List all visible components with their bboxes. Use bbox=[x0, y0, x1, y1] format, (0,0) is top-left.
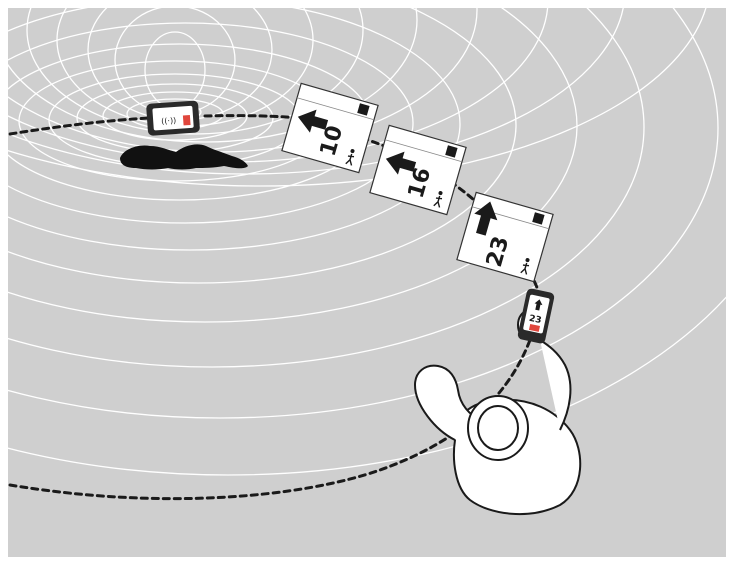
searcher-figure bbox=[413, 310, 582, 516]
searcher-transceiver: 23 bbox=[517, 288, 555, 344]
svg-text:((·)): ((·)) bbox=[161, 116, 177, 126]
search-step-card-1: 10 bbox=[281, 82, 379, 174]
left-arrow-icon bbox=[297, 109, 329, 133]
searcher-distance-readout: 23 bbox=[528, 314, 542, 326]
buried-transceiver: ((·)) bbox=[146, 100, 200, 136]
search-step-card-2: 16 bbox=[369, 124, 467, 216]
up-arrow-icon bbox=[474, 201, 498, 236]
buried-victim-silhouette bbox=[120, 144, 248, 170]
left-arrow-icon bbox=[385, 151, 417, 175]
search-step-card-3: 23 bbox=[456, 191, 554, 283]
signal-icon: ((·)) bbox=[161, 116, 177, 126]
background bbox=[8, 8, 726, 557]
